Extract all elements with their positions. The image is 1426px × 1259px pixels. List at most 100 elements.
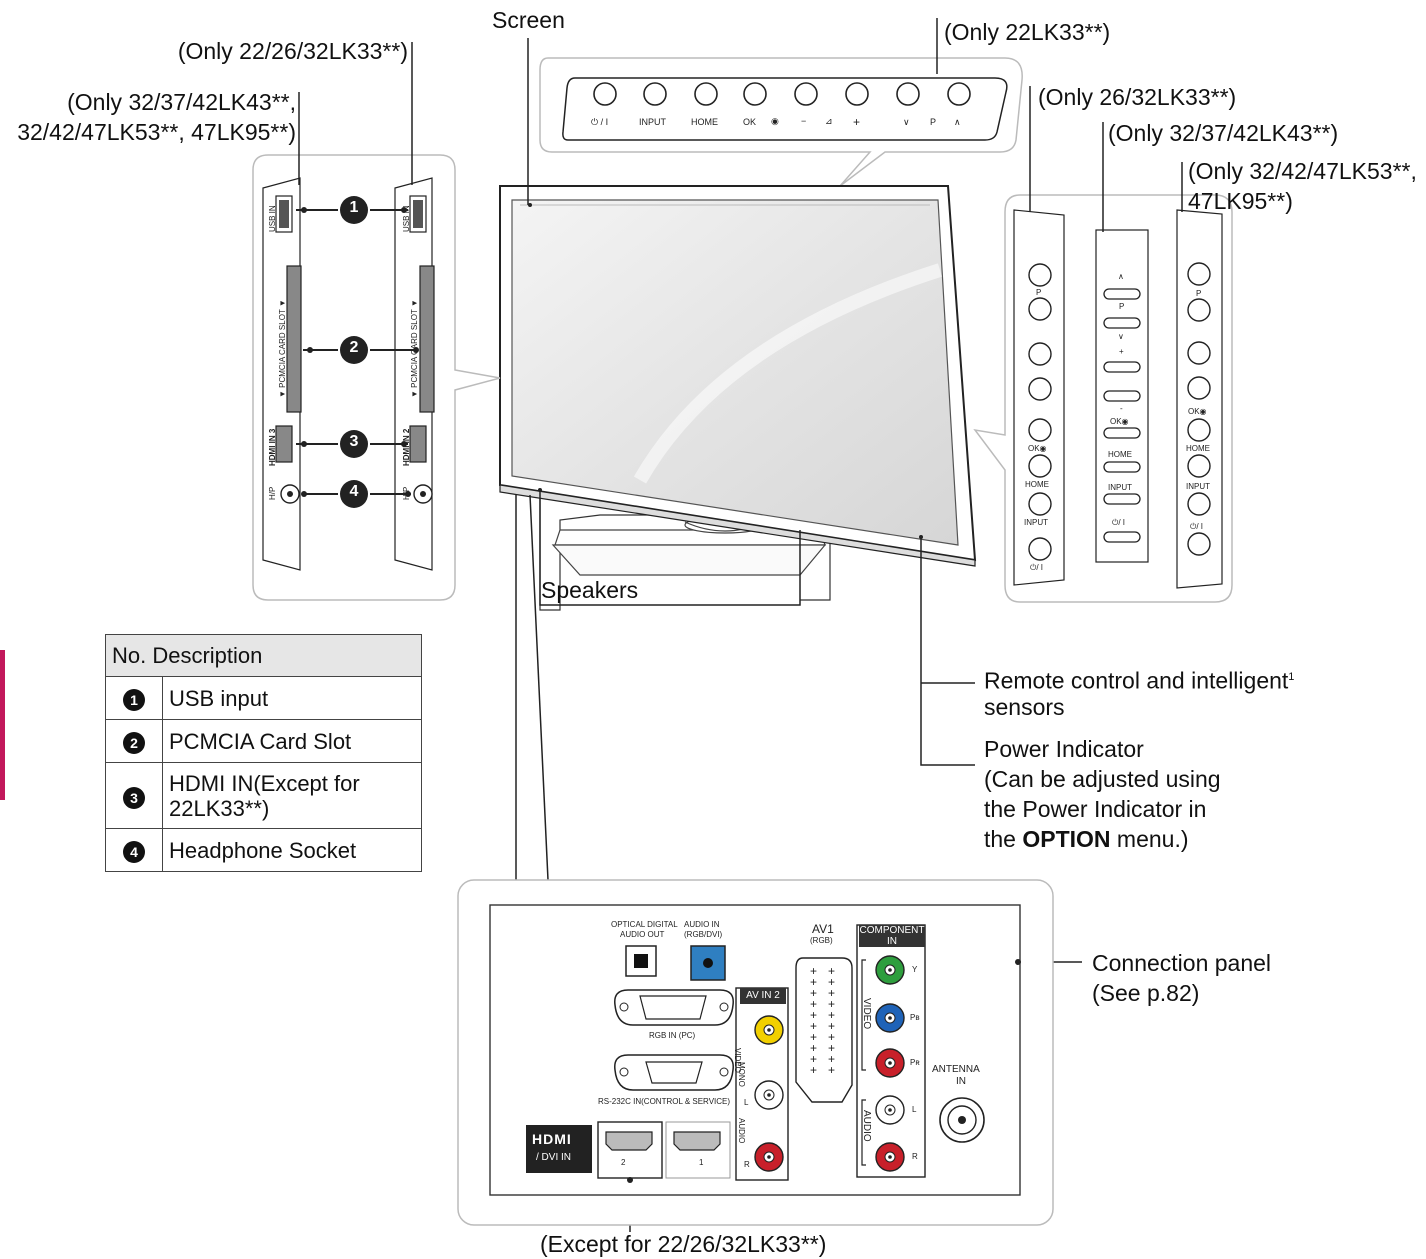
hdmi-logo: HDMI xyxy=(532,1131,572,1147)
panel-c-ok: OK◉ xyxy=(1188,407,1207,416)
hdmi-port-1 xyxy=(673,1131,721,1151)
scart-pin: + xyxy=(828,1052,835,1066)
scart-pin: + xyxy=(828,975,835,989)
av2-l-caption: L xyxy=(744,1098,749,1107)
av2-mono-caption: MONO xyxy=(737,1062,746,1087)
top-vol-up-button xyxy=(845,82,869,106)
top-vol-down-button xyxy=(794,82,818,106)
scart-pin: + xyxy=(828,964,835,978)
accent-bar xyxy=(0,650,5,800)
panel-b-ok: OK◉ xyxy=(1110,417,1129,426)
row-number-badge: 4 xyxy=(123,841,145,863)
callout-4-circle xyxy=(340,480,368,508)
row-description: Headphone Socket xyxy=(162,828,422,872)
av-in-2-caption: AV IN 2 xyxy=(740,988,786,1004)
row-description-line1: HDMI IN(Except for xyxy=(169,770,360,796)
component-r-caption: R xyxy=(912,1152,918,1161)
top-home-caption: HOME xyxy=(691,117,718,127)
panel-a-power: ⏻/ I xyxy=(1030,563,1043,572)
top-prog-down-button xyxy=(896,82,920,106)
panel-c-p: P xyxy=(1196,289,1202,298)
callout-1-circle xyxy=(340,196,368,224)
row-description: USB input xyxy=(162,676,422,720)
volume-icon: ⊿ xyxy=(825,116,833,126)
panel-b-minus: - xyxy=(1120,404,1123,413)
component-caption-2: IN xyxy=(887,936,897,947)
only-22lk33-label: (Only 22LK33**) xyxy=(944,19,1111,45)
left-side-panel xyxy=(252,42,501,601)
only-22-26-32lk33-label: (Only 22/26/32LK33**) xyxy=(177,38,408,64)
connection-panel-label-line2: (See p.82) xyxy=(1092,980,1200,1006)
only-lk53-label-line1: (Only 32/42/47LK53**, xyxy=(1188,158,1417,184)
rs232c-caption: RS-232C IN(CONTROL & SERVICE) xyxy=(598,1097,731,1106)
panel-c-power: ⏻/ I xyxy=(1190,522,1203,531)
only-26-32lk33-label: (Only 26/32LK33**) xyxy=(1038,84,1237,110)
antenna-caption-1: ANTENNA xyxy=(932,1064,980,1075)
rgb-in-caption: RGB IN (PC) xyxy=(649,1031,696,1040)
power-indicator-label-line2: (Can be adjusted using xyxy=(984,766,1221,792)
top-power-caption: ⏻ / I xyxy=(591,117,609,127)
top-p-caption: P xyxy=(930,117,937,127)
scart-pin: + xyxy=(828,1019,835,1033)
top-input-caption: INPUT xyxy=(639,117,666,127)
remote-sensor-label-line1: Remote control and intelligent1 xyxy=(984,667,1295,694)
only-lk43-label-line2: 32/42/47LK53**, 47LK95**) xyxy=(17,119,296,145)
row-number-badge: 1 xyxy=(123,689,145,711)
top-plus-caption: + xyxy=(853,115,861,129)
panel-b-home: HOME xyxy=(1108,450,1132,459)
panel-b-up: ∧ xyxy=(1118,272,1124,281)
hp-caption-b: H/P xyxy=(402,486,411,500)
callout-1-number: 1 xyxy=(349,199,359,216)
connection-panel-label-line1: Connection panel xyxy=(1092,950,1272,976)
table-header: No. Description xyxy=(105,634,422,677)
scart-pin: + xyxy=(828,997,835,1011)
tv-body xyxy=(499,185,977,611)
dvi-in-caption: / DVI IN xyxy=(536,1152,572,1163)
scart-pin: + xyxy=(810,1030,817,1044)
top-power-button xyxy=(593,82,617,106)
hdmi-port-2-caption: 2 xyxy=(621,1158,626,1167)
component-in-caption: COMPONENT IN xyxy=(859,925,925,947)
component-audio-caption: AUDIO xyxy=(861,1110,872,1142)
scart-pin: + xyxy=(828,1063,835,1077)
panel-a-ok: OK◉ xyxy=(1028,444,1047,453)
hp-caption-a: H/P xyxy=(268,486,277,500)
top-button-panel xyxy=(539,57,1023,187)
top-minus-caption: − xyxy=(801,116,807,126)
hdmi-in-3-caption: HDMI IN 3 xyxy=(268,428,277,466)
scart-pin: + xyxy=(828,986,835,1000)
table-row: 2 PCMCIA Card Slot xyxy=(105,719,422,763)
panel-b-down: ∨ xyxy=(1118,332,1124,341)
panel-b-power: ⏻/ I xyxy=(1112,518,1125,527)
component-pb-caption: Pʙ xyxy=(910,1013,920,1022)
scart-pin: + xyxy=(810,1008,817,1022)
only-lk43-label-line1: (Only 32/37/42LK43**, xyxy=(67,89,296,115)
callout-4-number: 4 xyxy=(349,483,359,500)
top-ok-caption: OK xyxy=(743,117,757,127)
usb-in-caption-b: USB IN xyxy=(402,205,411,232)
panel-b-p: P xyxy=(1119,302,1125,311)
only-32-37-42lk43-label: (Only 32/37/42LK43**) xyxy=(1108,120,1339,146)
connection-panel: ++++++++++++++++++++ xyxy=(457,879,1054,1226)
screen-label: Screen xyxy=(492,7,565,33)
scart-pin: + xyxy=(828,1008,835,1022)
callout-2-circle xyxy=(340,336,368,364)
scart-pin: + xyxy=(810,997,817,1011)
scart-pin: + xyxy=(810,1063,817,1077)
table-row: 4 Headphone Socket xyxy=(105,828,422,872)
scart-pin: + xyxy=(810,986,817,1000)
panel-a-input: INPUT xyxy=(1024,518,1048,527)
panel-b-plus: + xyxy=(1119,347,1124,356)
right-side-panels xyxy=(973,86,1233,603)
optical-caption-1: OPTICAL DIGITAL xyxy=(611,920,678,929)
component-video-caption: VIDEO xyxy=(861,998,872,1030)
av2-r-caption: R xyxy=(744,1160,750,1169)
callout-3-circle xyxy=(340,430,368,458)
callout-2-number: 2 xyxy=(349,339,359,356)
av2-audio-caption: AUDIO xyxy=(737,1118,746,1144)
chevron-up-icon: ∧ xyxy=(954,117,961,127)
table-header-row: No. Description xyxy=(105,634,422,677)
chevron-down-icon: ∨ xyxy=(903,117,910,127)
